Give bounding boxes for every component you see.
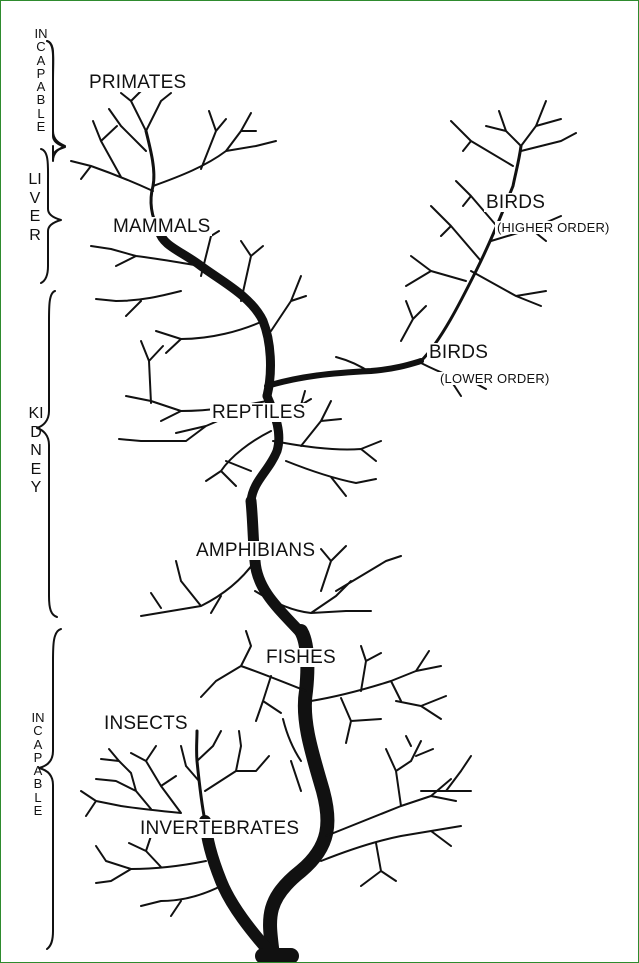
label-insects: INSECTS <box>102 714 190 733</box>
label-mammals: MAMMALS <box>111 217 212 236</box>
label-birds-lower-order: (LOWER ORDER) <box>438 372 552 385</box>
side-label-incapable-bottom: INCAPABLE <box>31 711 45 817</box>
label-birds-higher-order: (HIGHER ORDER) <box>495 221 612 234</box>
trunk-amphibian <box>251 501 301 633</box>
brace-incapable-top <box>47 41 65 161</box>
trunk-mammal <box>159 231 270 396</box>
label-primates: PRIMATES <box>87 73 188 92</box>
label-reptiles: REPTILES <box>210 403 307 422</box>
brace-liver <box>41 149 61 283</box>
birds-main-branch <box>267 361 421 386</box>
label-birds-higher: BIRDS <box>484 193 547 212</box>
side-label-kidney: KIDNEY <box>28 405 44 498</box>
label-birds-lower: BIRDS <box>427 343 490 362</box>
side-label-liver: LIVER <box>27 171 43 245</box>
label-amphibians: AMPHIBIANS <box>194 541 317 560</box>
label-invertebrates: INVERTEBRATES <box>138 819 301 838</box>
side-label-incapable-top: INCAPABLE <box>34 27 48 133</box>
label-fishes: FISHES <box>264 648 338 667</box>
